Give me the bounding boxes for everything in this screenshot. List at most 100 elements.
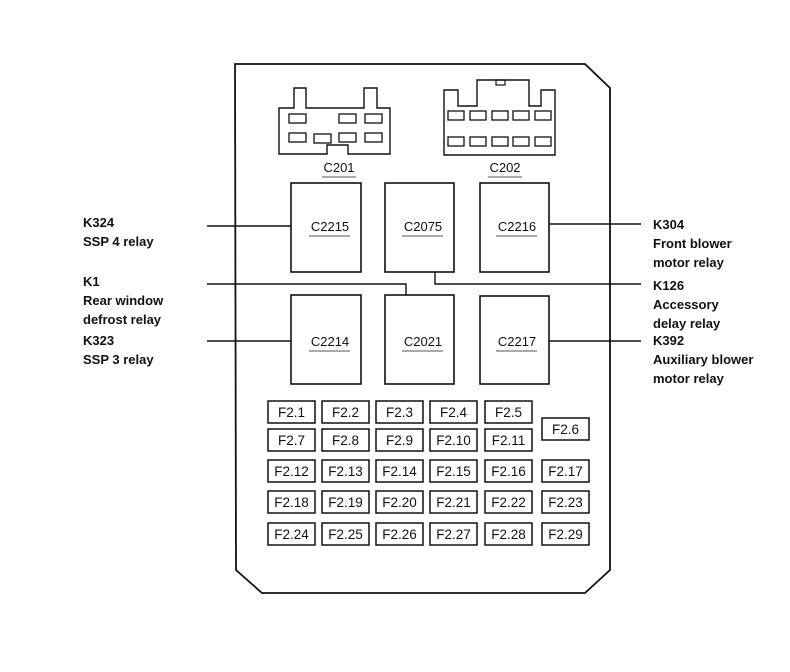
fuse-f2-13[interactable]: F2.13 bbox=[321, 459, 370, 483]
fuse-f2-21[interactable]: F2.21 bbox=[429, 490, 478, 514]
relay-c2216[interactable]: C2216 bbox=[479, 182, 550, 273]
fuse-label: F2.27 bbox=[436, 527, 471, 542]
relay-description: delay relay bbox=[653, 316, 721, 331]
connector-label-c201: C201 bbox=[323, 160, 354, 175]
relay-code: K1 bbox=[83, 274, 100, 289]
relay-label: C2216 bbox=[498, 219, 536, 234]
fuse-f2-3[interactable]: F2.3 bbox=[375, 400, 424, 424]
fuse-label: F2.25 bbox=[328, 527, 363, 542]
fuse-f2-12[interactable]: F2.12 bbox=[267, 459, 316, 483]
fuse-f2-11[interactable]: F2.11 bbox=[484, 428, 533, 452]
panel-outline bbox=[234, 63, 611, 594]
fuse-f2-20[interactable]: F2.20 bbox=[375, 490, 424, 514]
fuse-label: F2.19 bbox=[328, 495, 363, 510]
relay-label: C2214 bbox=[311, 334, 349, 349]
connector-c201[interactable]: C201 bbox=[278, 87, 391, 178]
fuse-label: F2.8 bbox=[332, 433, 359, 448]
relay-c2021[interactable]: C2021 bbox=[384, 294, 455, 385]
fuse-label: F2.9 bbox=[386, 433, 413, 448]
relay-c2215[interactable]: C2215 bbox=[290, 182, 362, 273]
fuse-label: F2.24 bbox=[274, 527, 309, 542]
leader-k1 bbox=[207, 283, 407, 295]
relay-code: K304 bbox=[653, 217, 685, 232]
fuse-label: F2.23 bbox=[548, 495, 583, 510]
fuse-label: F2.13 bbox=[328, 464, 363, 479]
fuse-label: F2.1 bbox=[278, 405, 305, 420]
relay-code: K323 bbox=[83, 333, 115, 348]
fuse-f2-2[interactable]: F2.2 bbox=[321, 400, 370, 424]
fuse-f2-29[interactable]: F2.29 bbox=[541, 522, 590, 546]
relay-label: C2075 bbox=[404, 219, 442, 234]
fuse-f2-28[interactable]: F2.28 bbox=[484, 522, 533, 546]
fuse-label: F2.11 bbox=[492, 433, 526, 448]
relay-description: Accessory bbox=[653, 297, 719, 312]
fuse-label: F2.21 bbox=[436, 495, 471, 510]
callout-k323: K323 SSP 3 relay bbox=[83, 331, 154, 369]
fuse-f2-17[interactable]: F2.17 bbox=[541, 459, 590, 483]
fuse-label: F2.29 bbox=[548, 527, 583, 542]
fuse-f2-7[interactable]: F2.7 bbox=[267, 428, 316, 452]
fuse-label: F2.22 bbox=[491, 495, 526, 510]
relay-c2217[interactable]: C2217 bbox=[479, 295, 550, 385]
fuse-f2-19[interactable]: F2.19 bbox=[321, 490, 370, 514]
connector-c202[interactable]: C202 bbox=[443, 79, 556, 178]
relay-c2214[interactable]: C2214 bbox=[290, 294, 362, 385]
fuse-f2-16[interactable]: F2.16 bbox=[484, 459, 533, 483]
fuse-label: F2.6 bbox=[552, 422, 579, 437]
fuse-label: F2.14 bbox=[382, 464, 417, 479]
fuse-label: F2.20 bbox=[382, 495, 417, 510]
fuse-label: F2.2 bbox=[332, 405, 359, 420]
c202-pins-bottom bbox=[447, 136, 552, 147]
relay-description: motor relay bbox=[653, 371, 724, 386]
fuse-label: F2.10 bbox=[436, 433, 471, 448]
relay-description: Auxiliary blower bbox=[653, 352, 754, 367]
callout-k126: K126 Accessory delay relay bbox=[653, 276, 720, 333]
fuse-label: F2.15 bbox=[436, 464, 471, 479]
callout-k304: K304 Front blower motor relay bbox=[653, 215, 732, 272]
fuse-label: F2.5 bbox=[495, 405, 522, 420]
fuse-f2-18[interactable]: F2.18 bbox=[267, 490, 316, 514]
fuse-label: F2.18 bbox=[274, 495, 309, 510]
fuse-f2-9[interactable]: F2.9 bbox=[375, 428, 424, 452]
leader-k126 bbox=[434, 272, 641, 285]
relay-c2075[interactable]: C2075 bbox=[384, 182, 455, 273]
relay-label: C2021 bbox=[404, 334, 442, 349]
callout-k392: K392 Auxiliary blower motor relay bbox=[653, 331, 753, 388]
fuse-f2-27[interactable]: F2.27 bbox=[429, 522, 478, 546]
fuse-label: F2.3 bbox=[386, 405, 413, 420]
fuse-f2-26[interactable]: F2.26 bbox=[375, 522, 424, 546]
fuse-label: F2.17 bbox=[548, 464, 583, 479]
fuse-f2-25[interactable]: F2.25 bbox=[321, 522, 370, 546]
fuse-label: F2.28 bbox=[491, 527, 526, 542]
fuse-f2-22[interactable]: F2.22 bbox=[484, 490, 533, 514]
fuse-f2-6[interactable]: F2.6 bbox=[541, 417, 590, 441]
fuse-f2-8[interactable]: F2.8 bbox=[321, 428, 370, 452]
fuse-f2-23[interactable]: F2.23 bbox=[541, 490, 590, 514]
fuse-label: F2.12 bbox=[274, 464, 309, 479]
c202-pins-top bbox=[447, 110, 552, 121]
fuse-f2-4[interactable]: F2.4 bbox=[429, 400, 478, 424]
callout-k324: K324 SSP 4 relay bbox=[83, 213, 154, 251]
relay-code: K324 bbox=[83, 215, 115, 230]
fuse-f2-15[interactable]: F2.15 bbox=[429, 459, 478, 483]
relay-code: K126 bbox=[653, 278, 685, 293]
relay-description: SSP 4 relay bbox=[83, 234, 154, 249]
relay-code: K392 bbox=[653, 333, 685, 348]
fuse-f2-10[interactable]: F2.10 bbox=[429, 428, 478, 452]
relay-description: Rear window bbox=[83, 293, 164, 308]
relay-description: SSP 3 relay bbox=[83, 352, 154, 367]
fuse-f2-1[interactable]: F2.1 bbox=[267, 400, 316, 424]
fuse-label: F2.16 bbox=[491, 464, 526, 479]
fuse-f2-5[interactable]: F2.5 bbox=[484, 400, 533, 424]
fuse-label: F2.26 bbox=[382, 527, 417, 542]
fuse-f2-24[interactable]: F2.24 bbox=[267, 522, 316, 546]
connector-label-c202: C202 bbox=[489, 160, 520, 175]
callout-k1: K1 Rear window defrost relay bbox=[83, 272, 163, 329]
fuse-label: F2.4 bbox=[440, 405, 468, 420]
fuse-label: F2.7 bbox=[278, 433, 305, 448]
relay-label: C2217 bbox=[498, 334, 536, 349]
relay-label: C2215 bbox=[311, 219, 349, 234]
fuse-f2-14[interactable]: F2.14 bbox=[375, 459, 424, 483]
